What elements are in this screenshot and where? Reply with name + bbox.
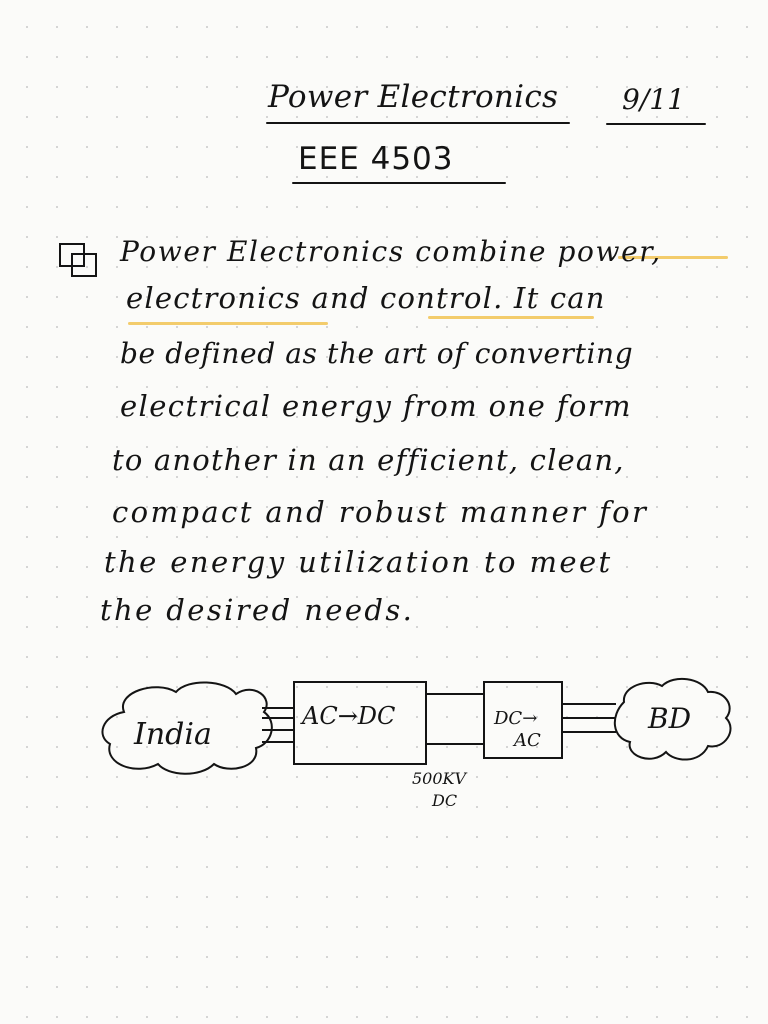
highlight-control [428,316,594,319]
india-cloud-shape [101,681,273,775]
link-label-type: DC [431,791,457,810]
source-label: India [133,717,212,752]
note-line: to another in an efficient, clean, [112,443,625,477]
note-line: electrical energy from one form [120,389,632,423]
converter2-label-bottom: AC [512,730,541,751]
hvdc-diagram: India AC→DC 500KV DC DC→ AC BD [101,677,732,810]
note-line: Power Electronics combine power, [120,235,662,268]
note-line: be defined as the art of converting [120,337,634,370]
title-underline [266,122,570,124]
converter1-label: AC→DC [300,702,395,730]
bullet-squares-icon [59,243,97,277]
link-label-voltage: 500KV [412,769,467,788]
note-line: the energy utilization to meet [104,545,613,579]
note-line: electronics and control. It can [126,281,606,315]
page-title: Power Electronics [268,79,559,115]
course-code: EEE 4503 [298,141,454,177]
highlight-power [618,256,728,259]
dc-ac-converter-box [483,681,563,759]
highlight-electronics [128,322,328,325]
note-line: the desired needs. [100,593,415,627]
course-underline [292,182,506,184]
ac-dc-converter-box [293,681,427,765]
converter2-label-top: DC→ [493,708,537,729]
date-underline [606,123,706,125]
note-line: compact and robust manner for [112,495,649,529]
bd-cloud-shape [614,677,732,761]
page-date: 9/11 [622,83,685,116]
destination-label: BD [647,702,691,735]
